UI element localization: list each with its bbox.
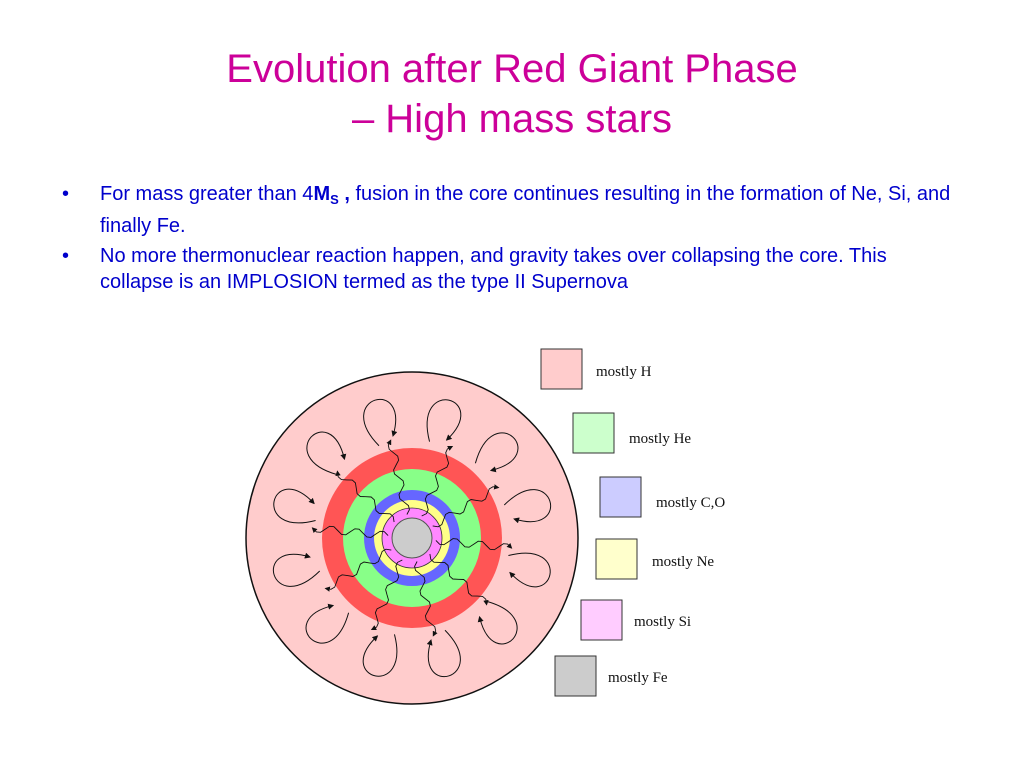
legend-label: mostly C,O bbox=[656, 495, 725, 511]
legend-swatch bbox=[580, 599, 623, 641]
slide-title: Evolution after Red Giant Phase – High m… bbox=[0, 44, 1024, 144]
solar-mass-symbol: M bbox=[313, 183, 331, 205]
energy-transport-wave bbox=[414, 561, 438, 637]
legend-label: mostly Si bbox=[634, 614, 691, 630]
convection-loop-arrow bbox=[363, 399, 398, 447]
energy-transport-wave bbox=[432, 484, 500, 528]
bullet-comma: , bbox=[338, 183, 350, 205]
legend-swatch bbox=[572, 412, 615, 454]
bullet-text-before: For mass greater than 4 bbox=[100, 183, 314, 205]
bullet-item-mass: • For mass greater than 4MS , fusion in … bbox=[62, 181, 962, 239]
legend-swatch bbox=[599, 476, 642, 518]
composition-legend: mostly H mostly He mostly C,O mostly Ne most… bbox=[540, 348, 725, 697]
bullet-list: • For mass greater than 4MS , fusion in … bbox=[62, 181, 962, 299]
bullet-marker: • bbox=[62, 183, 70, 205]
convection-loop-arrow bbox=[508, 552, 551, 588]
convection-loop-arrow bbox=[273, 552, 321, 587]
silicon-shell-outline bbox=[381, 507, 443, 569]
convection-loop-arrow bbox=[305, 603, 350, 644]
convection-loop-arrow bbox=[426, 629, 461, 677]
iron-core bbox=[391, 517, 433, 559]
legend-label: mostly Ne bbox=[652, 554, 714, 570]
bullet-text-after: fusion in the core continues resulting i… bbox=[100, 183, 951, 237]
legend-label: mostly He bbox=[629, 431, 691, 447]
convection-loop-arrow bbox=[362, 634, 398, 677]
convection-loops bbox=[273, 399, 551, 677]
energy-transport-lines bbox=[311, 439, 513, 637]
legend-label: mostly Fe bbox=[608, 670, 668, 686]
energy-transport-wave bbox=[386, 439, 410, 515]
bullet-marker: • bbox=[62, 245, 70, 267]
energy-transport-wave bbox=[324, 548, 392, 592]
title-line-1: Evolution after Red Giant Phase bbox=[226, 47, 798, 91]
bullet-item-collapse: • No more thermonuclear reaction happen,… bbox=[62, 243, 962, 295]
legend-label: mostly H bbox=[596, 364, 652, 380]
legend-swatch bbox=[595, 538, 638, 580]
legend-swatch bbox=[554, 655, 597, 697]
title-line-2: – High mass stars bbox=[351, 97, 673, 141]
energy-transport-wave bbox=[429, 553, 489, 606]
convection-loop-arrow bbox=[503, 489, 551, 524]
convection-loop-arrow bbox=[477, 600, 518, 645]
solar-mass-subscript: S bbox=[330, 192, 339, 207]
bullet-text: No more thermonuclear reaction happen, a… bbox=[100, 245, 887, 293]
star-cross-section bbox=[245, 371, 579, 705]
energy-transport-wave bbox=[370, 559, 403, 630]
energy-transport-wave bbox=[421, 446, 454, 517]
legend-swatch bbox=[540, 348, 583, 390]
energy-transport-wave bbox=[335, 470, 395, 523]
convection-loop-arrow bbox=[306, 431, 347, 476]
convection-loop-arrow bbox=[474, 432, 519, 473]
energy-transport-wave bbox=[311, 525, 389, 538]
convection-loop-arrow bbox=[273, 488, 316, 524]
convection-loop-arrow bbox=[426, 399, 462, 442]
energy-transport-wave bbox=[435, 538, 513, 551]
